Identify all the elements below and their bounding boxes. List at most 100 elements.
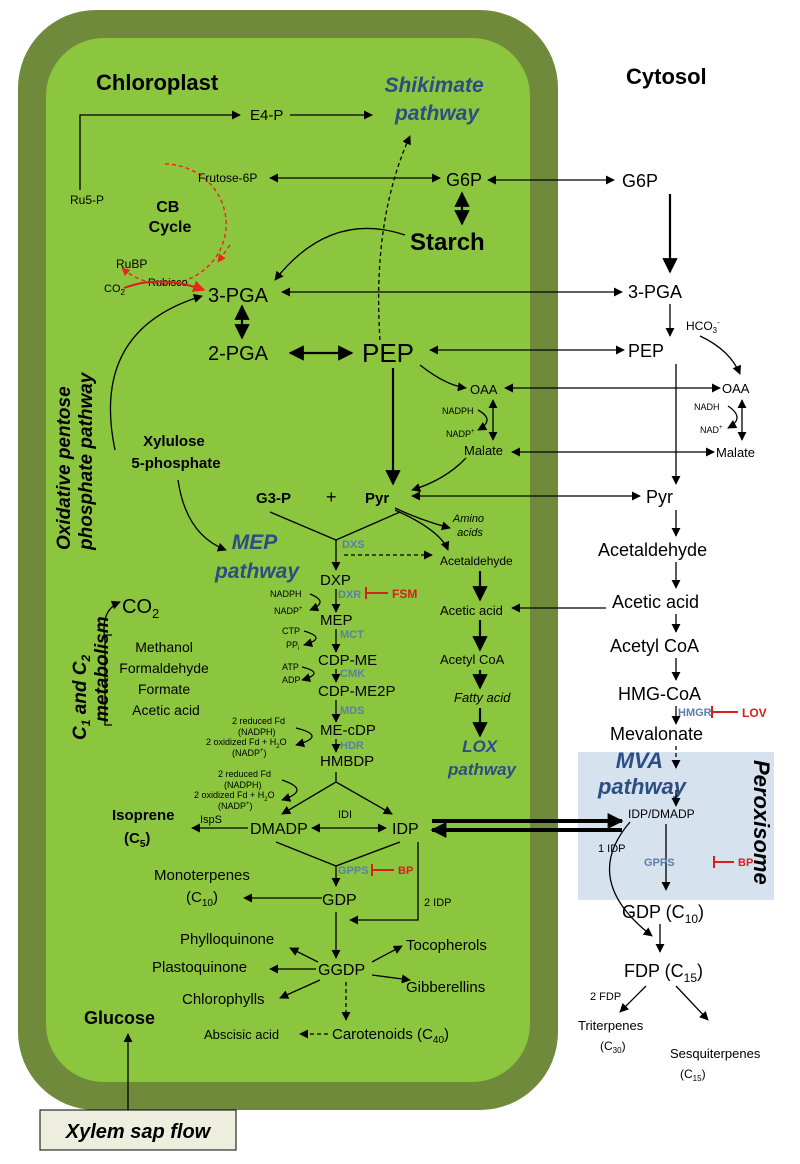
chl-pyr-node: Pyr [365, 490, 389, 507]
e4p-node: E4-P [250, 107, 283, 124]
hdr-enzyme: HDR [340, 740, 364, 752]
c1-compound-list: Methanol Formaldehyde Formate Acetic aci… [119, 639, 212, 718]
ggdp-node: GGDP [318, 962, 365, 979]
adp-label: ADP [282, 675, 301, 685]
chl-acetic-acid-node: Acetic acid [440, 603, 503, 618]
ru5p-node: Ru5-P [70, 193, 104, 207]
cyt-acetic-acid-node: Acetic acid [612, 592, 699, 612]
hmgr-enzyme: HMGR [678, 707, 712, 719]
chl-malate-node: Malate [464, 443, 503, 458]
xylulose-node: Xylulose 5-phosphate [131, 433, 220, 472]
carotenoids-node: Carotenoids (C40) [332, 1026, 449, 1046]
pep-to-shikimate-dashed [377, 135, 411, 341]
chl-acetyl-coa-node: Acetyl CoA [440, 652, 505, 667]
hds-fd-reduced-1: 2 reduced Fd [232, 716, 285, 726]
fdp-to-triterpenes [619, 985, 647, 1013]
dxs-enzyme: DXS [342, 539, 365, 551]
chl-gdp-node: GDP [322, 892, 357, 909]
fdp-to-sesquiterpenes [675, 985, 709, 1021]
rubisco-label: Rubisco [148, 277, 188, 289]
mep-node: MEP [320, 612, 353, 629]
mct-cofactor-curve [303, 630, 317, 648]
cyt-bp-inhibitor: BP [738, 857, 753, 869]
hmbdp-node: HMBDP [320, 753, 374, 770]
peroxisome-label: Peroxisome [749, 760, 774, 885]
cyt-3pga-node: 3-PGA [628, 282, 682, 302]
dmadp-node: DMADP [250, 821, 308, 838]
chl-idp-node: IDP [392, 821, 419, 838]
dxr-enzyme: DXR [338, 589, 361, 601]
dxr-nadph: NADPH [270, 589, 302, 599]
phylloquinone-node: Phylloquinone [180, 931, 274, 948]
pyr-to-amino-arrow [394, 507, 451, 531]
isoprene-node: Isoprene [112, 807, 175, 824]
dxr-cofactor-curve [309, 593, 321, 612]
xylem-box [39, 1109, 237, 1151]
hdr-fd-oxidized: 2 oxidized Fd + H2O [194, 790, 275, 803]
chl-acetaldehyde-node: Acetaldehyde [440, 554, 513, 568]
chl-2pga-node: 2-PGA [208, 343, 269, 365]
hmgcoa-node: HMG-CoA [618, 684, 701, 704]
dxr-nadp: NADP+ [274, 606, 303, 616]
atp-label: ATP [282, 662, 299, 672]
cyt-1idp-label: 1 IDP [598, 843, 626, 855]
cyt-nadh-label: NADH [694, 402, 720, 412]
gibberellins-node: Gibberellins [406, 979, 485, 996]
c1c2-label: C1 and C2 metabolism [70, 616, 113, 740]
plastoquinone-node: Plastoquinone [152, 959, 247, 976]
xylulose-to-3pga-arrow [109, 294, 203, 451]
hmbdp-to-dmadp [281, 781, 337, 815]
hds-fd-oxidized-1: 2 oxidized Fd + H2O [206, 737, 287, 750]
cyt-pep-node: PEP [628, 341, 664, 361]
lov-inhibitor: LOV [742, 706, 767, 720]
chlorophylls-node: Chlorophylls [182, 991, 265, 1008]
sesquiterpenes-c15: (C15) [680, 1067, 706, 1083]
idi-enzyme: IDI [338, 809, 352, 821]
frutose6p-node: Frutose-6P [198, 171, 257, 185]
rubisco-arrow [123, 280, 206, 292]
cyt-gdp-node: GDP (C10) [622, 902, 704, 926]
starch-to-3pga-arrow [274, 227, 406, 281]
cyt-oaa-node: OAA [722, 381, 750, 396]
cdpme2p-node: CDP-ME2P [318, 683, 396, 700]
rubp-node: RuBP [116, 257, 147, 271]
cb-cycle-label: CB Cycle [149, 199, 192, 236]
chl-oaa-node: OAA [470, 382, 498, 397]
cmk-cofactor-curve [301, 666, 315, 683]
ru5p-to-e4p-line [79, 110, 241, 190]
hdr-cofactor-curve [281, 779, 298, 802]
cyt-gpps-enzyme: GPPS [644, 857, 675, 869]
chloroplast-stroma [46, 38, 530, 1082]
chl-g6p-node: G6P [446, 170, 482, 190]
chloroplast-label: Chloroplast [96, 70, 219, 95]
fatty-acid-node: Fatty acid [454, 690, 511, 705]
tocopherols-node: Tocopherols [406, 937, 487, 954]
ggdp-to-tocopherols [371, 945, 403, 963]
pep-to-cyt-oaa-arrow [699, 335, 742, 375]
cyt-nadh-curve [727, 405, 738, 429]
ggdp-to-chlorophylls [279, 979, 321, 999]
triterpenes-node: Triterpenes [578, 1018, 644, 1033]
sesquiterpenes-node: Sesquiterpenes [670, 1046, 761, 1061]
mevalonate-node: Mevalonate [610, 724, 703, 744]
mva-pathway-label: MVA pathway [597, 748, 688, 799]
lox-pathway-label: LOX pathway [447, 737, 518, 779]
chl-bp-inhibition [371, 864, 394, 876]
hdr-fd-nadph: (NADPH) [224, 780, 262, 790]
chl-nadph-label: NADPH [442, 406, 474, 416]
xylem-label: Xylem sap flow [65, 1121, 212, 1143]
hdr-fd-nadp: (NADP+) [218, 801, 253, 811]
ctp-label: CTP [282, 626, 300, 636]
c1-bracket [104, 634, 112, 726]
plus-sign: + [326, 487, 337, 507]
mecdp-node: ME-cDP [320, 722, 376, 739]
fsm-inhibitor: FSM [392, 587, 417, 601]
pyr-to-acetaldehyde-arrow [394, 509, 450, 551]
cyt-pyr-node: Pyr [646, 487, 673, 507]
co2-big-node: CO2 [122, 596, 159, 621]
mds-enzyme: MDS [340, 705, 364, 717]
xylulose-to-mep-arrow [177, 479, 227, 552]
pep-to-oaa-arrow [419, 364, 467, 392]
cyt-bp-inhibition [713, 856, 734, 868]
